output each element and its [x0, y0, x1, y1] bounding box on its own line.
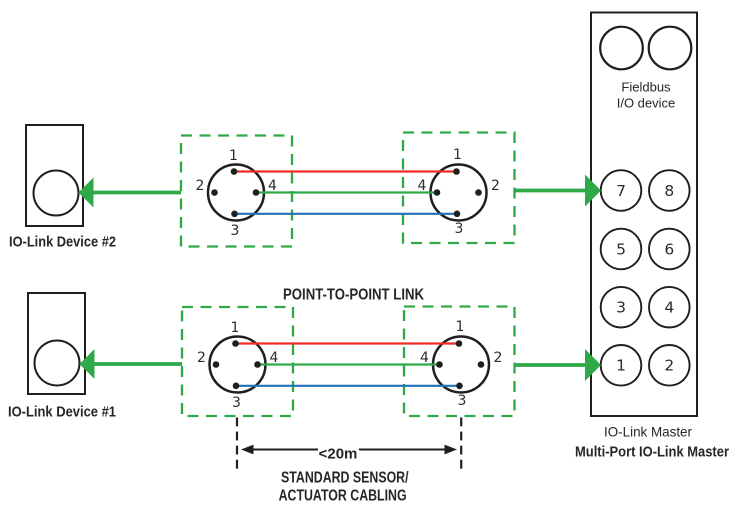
pin-dot-top-right-4 [433, 189, 441, 196]
pin-label-bottom-right-1: 1 [456, 319, 465, 335]
pin-label-bottom-left-2: 2 [197, 350, 206, 366]
master-port-5-circle [599, 227, 643, 271]
point-to-point-link-caption: POINT-TO-POINT LINK [283, 287, 425, 304]
fieldbus-port-left-circle [599, 25, 644, 71]
pin-label-bottom-right-3: 3 [458, 393, 467, 409]
pin-label-top-left-4: 4 [268, 178, 277, 194]
master-port-3-number: 3 [616, 299, 626, 317]
cabling-caption-line1: STANDARD SENSOR/ [281, 470, 409, 487]
pin-dot-bottom-right-1 [455, 340, 463, 347]
fieldbus-label-line2: I/O device [617, 96, 676, 111]
dimension-arrow-right-head [444, 444, 457, 455]
pin-label-top-right-3: 3 [455, 221, 464, 237]
arrow-bottom-to-device1-head [79, 349, 95, 379]
pin-dot-top-left-2 [211, 189, 218, 196]
device-2-box [25, 124, 84, 227]
master-port-4-circle [648, 285, 691, 329]
device-1-circle [33, 339, 81, 387]
dashed-box-bottom-left [180, 305, 295, 418]
device-1-box [27, 292, 86, 395]
arrow-top-to-device2-head [78, 177, 94, 208]
arrow-bottom-to-device1 [79, 349, 182, 379]
pin-dot-bottom-right-4 [436, 361, 443, 368]
arrow-top-to-master [514, 174, 601, 207]
master-port-2-number: 2 [664, 357, 674, 375]
pin-dot-top-right-1 [453, 168, 460, 175]
device-2-circle [32, 169, 80, 217]
pin-dot-top-right-2 [475, 189, 482, 196]
io-link-device-1: IO-Link Device #1 [8, 292, 116, 421]
master-port-2-circle [648, 344, 691, 387]
master-port-4-number: 4 [664, 299, 674, 317]
pin-dot-top-left-3 [231, 210, 238, 218]
fieldbus-label-line1: Fieldbus [621, 80, 671, 95]
pin-dot-top-right-3 [453, 210, 461, 218]
dimension-arrow-left-head [241, 444, 254, 455]
master-title: Multi-Port IO-Link Master [575, 444, 729, 461]
pin-label-top-left-2: 2 [196, 178, 205, 194]
master-subtitle: IO-Link Master [604, 424, 692, 440]
arrow-top-to-device2 [78, 177, 181, 208]
master-port-5-number: 5 [616, 240, 626, 258]
pin-dot-bottom-left-4 [254, 361, 261, 368]
pin-dot-bottom-left-2 [212, 361, 220, 368]
device-2-label: IO-Link Device #2 [9, 234, 116, 251]
pin-label-bottom-left-1: 1 [231, 320, 240, 336]
pin-label-top-left-3: 3 [231, 223, 240, 239]
master-port-6-number: 6 [664, 240, 674, 258]
master-box [590, 11, 698, 417]
arrow-bottom-to-master-head [585, 349, 601, 381]
device-1-label: IO-Link Device #1 [8, 404, 116, 421]
fieldbus-port-right-circle [647, 25, 693, 71]
dashed-box-top-right [401, 131, 516, 245]
pin-dot-bottom-left-3 [232, 382, 240, 390]
arrow-top-to-master-head [585, 174, 601, 207]
master-port-8-circle [648, 169, 691, 212]
dimension-distance-label: <20m [319, 446, 358, 463]
master-port-7-number: 7 [616, 182, 626, 200]
master-port-3-circle [599, 285, 643, 329]
pin-label-top-right-2: 2 [491, 178, 500, 194]
pin-label-bottom-right-4: 4 [420, 350, 429, 366]
master-port-8-number: 8 [664, 182, 674, 200]
master-port-6-circle [648, 227, 691, 271]
arrow-bottom-to-master [514, 349, 601, 381]
io-link-master-unit: Fieldbus I/O device 7 8 5 6 3 4 1 2 IO-L… [575, 11, 729, 461]
pin-label-top-right-1: 1 [453, 147, 462, 163]
cabling-caption-line2: ACTUATOR CABLING [279, 488, 407, 505]
pin-dot-top-left-4 [252, 189, 260, 196]
pin-dot-bottom-right-3 [456, 382, 463, 390]
pin-label-bottom-left-4: 4 [270, 350, 279, 366]
dimension-arrow: <20m [241, 444, 457, 463]
master-port-1-number: 1 [616, 357, 626, 375]
pin-dot-bottom-left-1 [232, 340, 239, 347]
pin-dot-bottom-right-2 [477, 361, 485, 368]
io-link-device-2: IO-Link Device #2 [9, 124, 116, 251]
pin-label-bottom-right-2: 2 [494, 350, 503, 366]
pin-label-top-right-4: 4 [418, 178, 427, 194]
pin-label-top-left-1: 1 [229, 148, 238, 164]
pin-dot-top-left-1 [230, 168, 238, 175]
pin-label-bottom-left-3: 3 [232, 395, 241, 411]
